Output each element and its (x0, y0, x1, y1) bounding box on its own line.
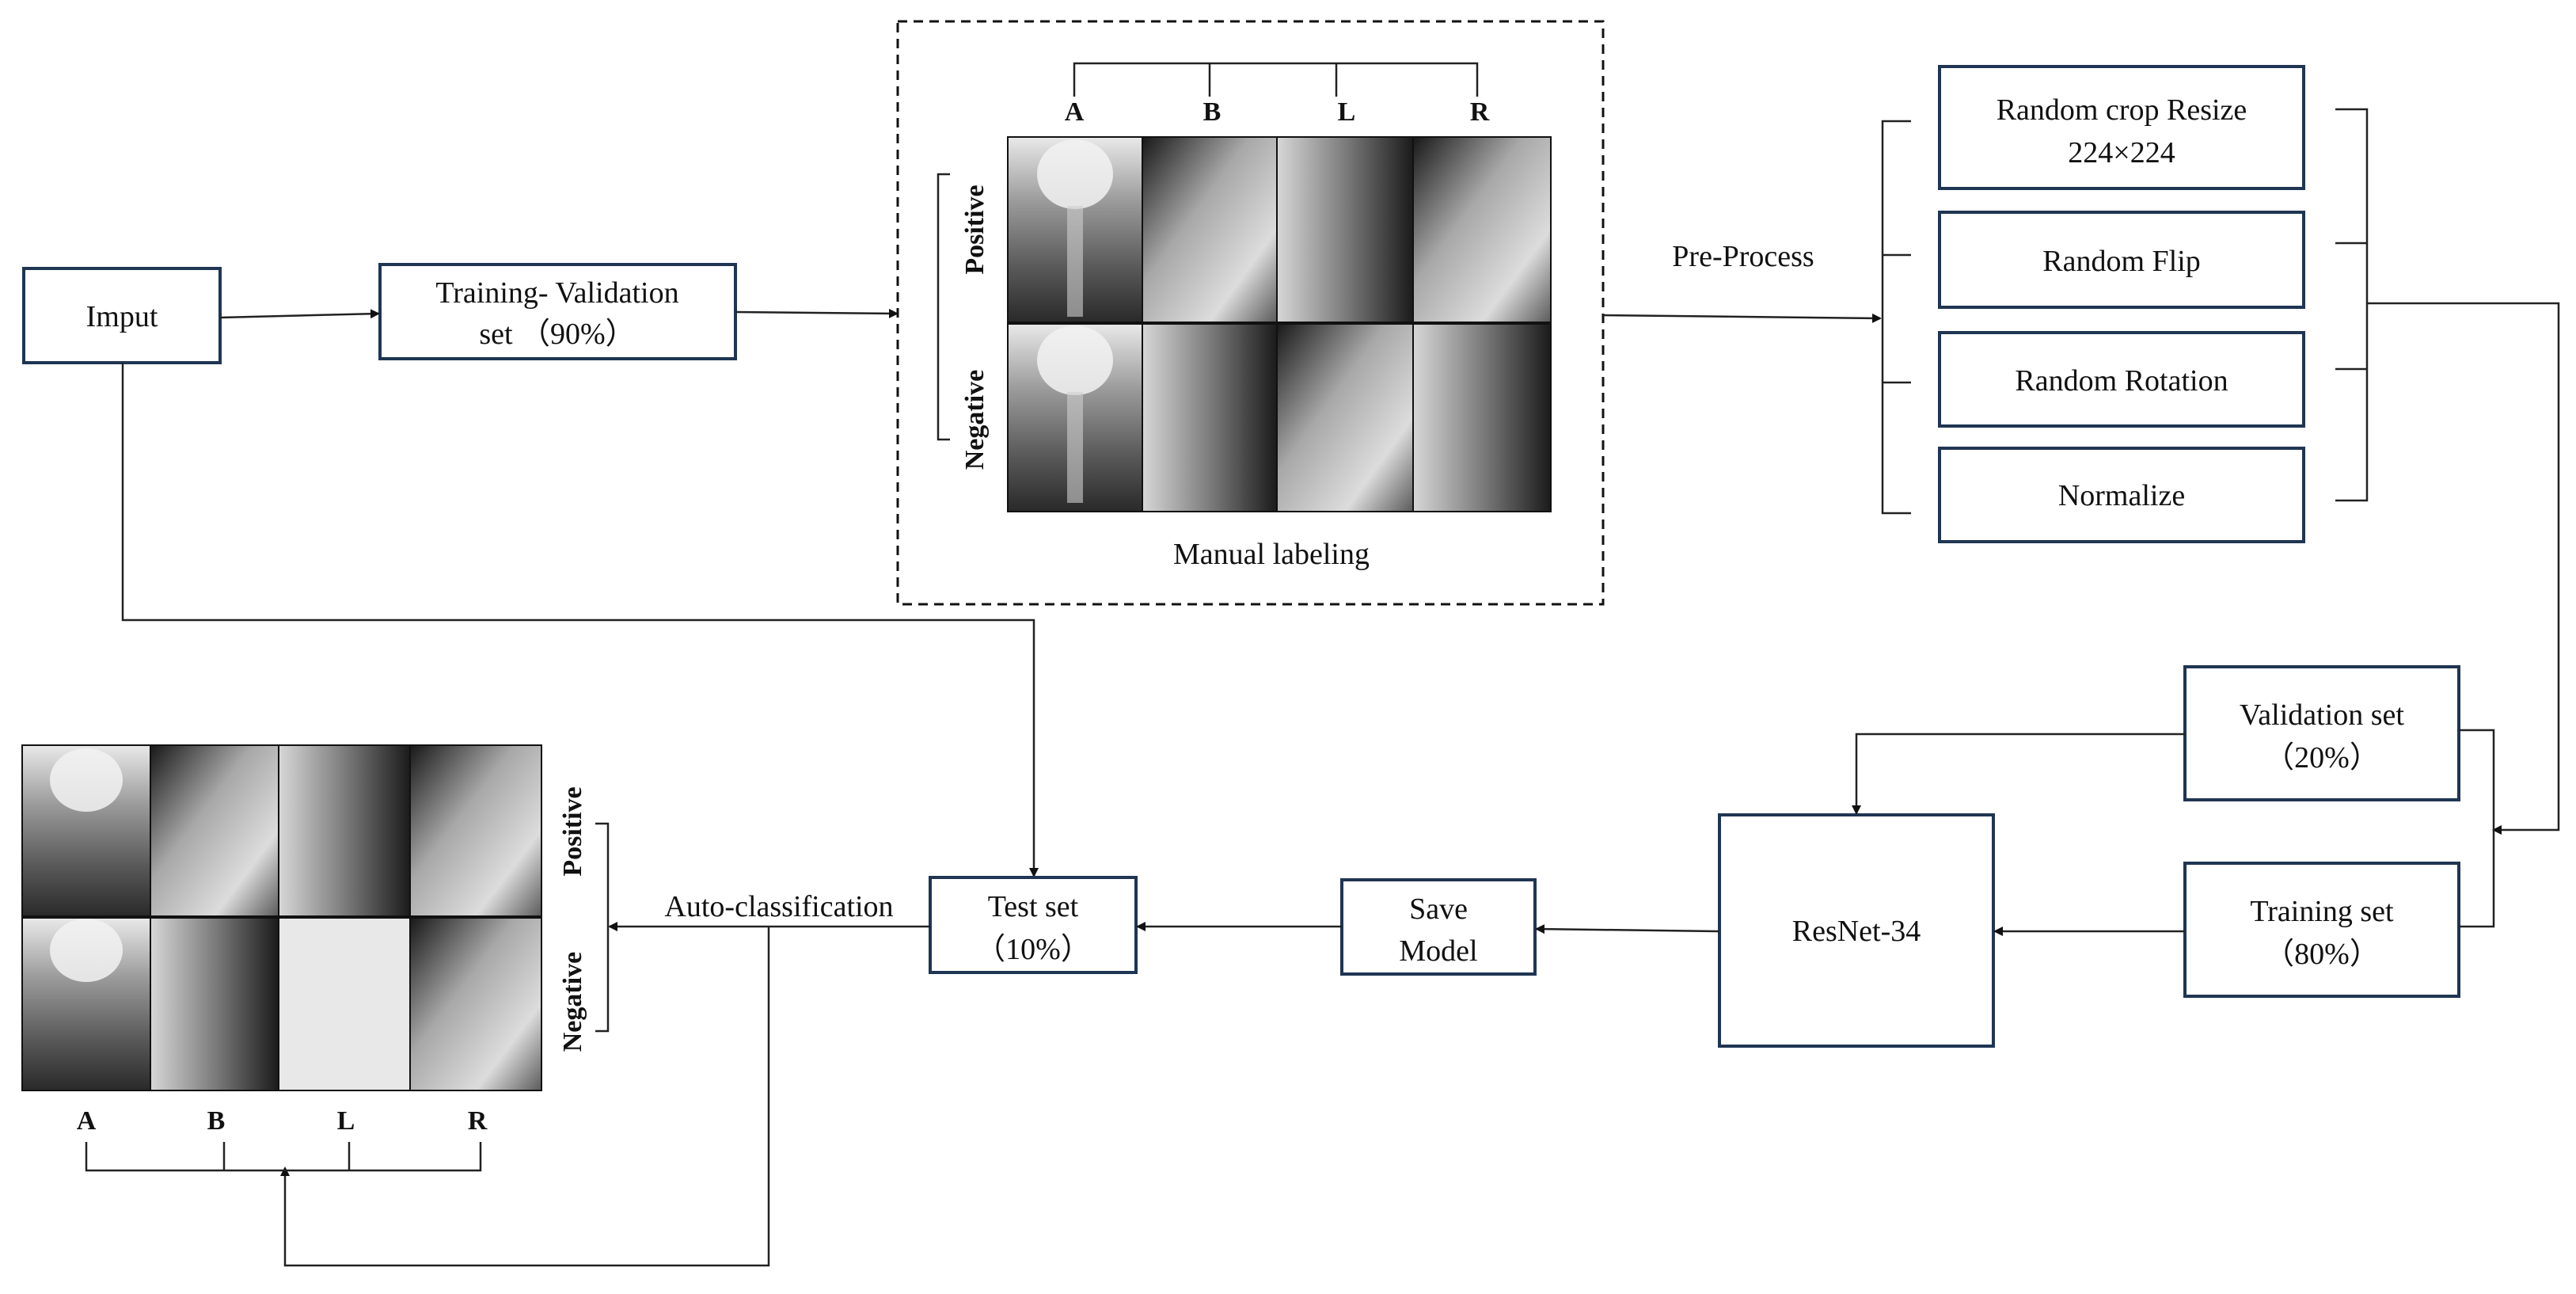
resnet-label: ResNet-34 (1792, 915, 1921, 948)
arrow-trainval-to-labeling (735, 308, 899, 318)
output-xray-positive-r (411, 746, 541, 915)
view-label-l: L (1338, 97, 1356, 127)
training-validation-node: Training- Validation set （90%） (378, 263, 737, 360)
normalize-node: Normalize (1938, 447, 2305, 543)
output-xray-negative-l (279, 919, 409, 1090)
save-model-sublabel: Model (1399, 934, 1477, 968)
output-label-a: A (77, 1106, 97, 1136)
arrow-classification-feedback (280, 927, 770, 1267)
preprocess-left-bracket (1881, 120, 1911, 515)
view-label-r: R (1470, 97, 1490, 127)
output-negative-label: Negative (558, 952, 587, 1052)
label-bracket-side (937, 173, 950, 441)
training-validation-label: Training- Validation (435, 276, 678, 310)
random-flip-label: Random Flip (2042, 245, 2201, 278)
arrow-input-to-testset (121, 363, 1039, 877)
output-positive-label: Positive (558, 786, 587, 876)
normalize-label: Normalize (2058, 479, 2185, 512)
input-label: Imput (86, 300, 158, 333)
output-bracket-bottom (85, 1142, 482, 1172)
xray-positive-b (1143, 138, 1276, 322)
arrow-input-to-trainval (219, 309, 380, 319)
xray-negative-r (1414, 325, 1550, 511)
xray-positive-l (1278, 138, 1412, 322)
output-image-grid (21, 744, 542, 1091)
output-label-r: R (468, 1106, 488, 1136)
output-xray-positive-b (151, 746, 278, 915)
save-model-node: Save Model (1340, 878, 1537, 976)
random-crop-size: 224×224 (2068, 136, 2175, 169)
output-xray-positive-l (279, 746, 409, 915)
split-bracket (2459, 729, 2495, 928)
output-side-bracket (595, 822, 610, 1033)
training-set-node: Training set （80%） (2183, 862, 2460, 998)
positive-label: Positive (960, 185, 990, 274)
random-crop-node: Random crop Resize 224×224 (1938, 65, 2305, 190)
validation-set-percent: （20%） (2264, 741, 2380, 774)
arrow-validation-to-resnet (1852, 733, 2185, 815)
manual-labeling-panel: A B L R Positive Negative Manual labelin… (896, 20, 1605, 606)
arrow-labeling-to-preprocess (1602, 313, 1882, 323)
validation-set-node: Validation set （20%） (2183, 665, 2460, 801)
random-rotation-node: Random Rotation (1938, 331, 2305, 428)
random-crop-label: Random crop Resize (1997, 93, 2247, 127)
label-bracket-top (1073, 62, 1479, 97)
validation-set-label: Validation set (2240, 698, 2404, 732)
output-xray-negative-b (151, 919, 278, 1090)
input-node: Imput (22, 267, 222, 364)
test-set-percent: （10%） (975, 933, 1091, 966)
arrow-resnet-to-save (1535, 924, 1720, 934)
preprocess-right-bracket (2335, 108, 2369, 502)
xray-negative-l (1278, 325, 1412, 511)
training-validation-sublabel: set （90%） (479, 318, 635, 351)
negative-label: Negative (960, 370, 990, 470)
random-flip-node: Random Flip (1938, 211, 2305, 309)
resnet-node: ResNet-34 (1718, 813, 1995, 1048)
test-set-node: Test set （10%） (929, 876, 1138, 974)
xray-positive-r (1414, 138, 1550, 322)
xray-negative-b (1143, 325, 1276, 511)
training-set-percent: （80%） (2264, 938, 2380, 971)
output-label-b: B (207, 1106, 226, 1136)
test-set-label: Test set (988, 890, 1079, 923)
auto-classification-label: Auto-classification (664, 890, 893, 923)
pre-process-label: Pre-Process (1672, 240, 1814, 273)
arrow-preprocess-to-split (2367, 302, 2560, 835)
manual-labeling-label: Manual labeling (1173, 538, 1370, 571)
save-model-label: Save (1409, 892, 1468, 926)
training-set-label: Training set (2250, 895, 2394, 928)
xray-image-grid (1007, 136, 1552, 512)
view-label-a: A (1065, 97, 1085, 127)
output-label-l: L (337, 1106, 355, 1136)
view-label-b: B (1203, 97, 1222, 127)
random-rotation-label: Random Rotation (2015, 364, 2228, 398)
output-xray-negative-r (411, 919, 541, 1090)
